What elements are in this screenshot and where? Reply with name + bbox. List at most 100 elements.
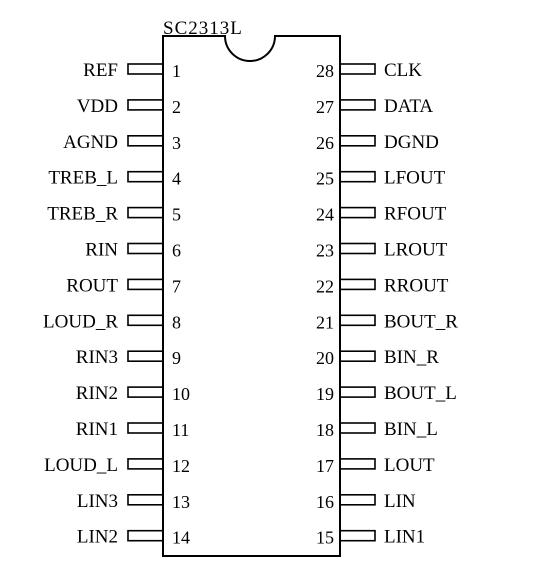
- pin-number: 17: [316, 456, 334, 476]
- pin-lead: [127, 386, 164, 398]
- pin-23: LROUT 23: [316, 240, 448, 261]
- pin-lead: [339, 493, 376, 506]
- pin-label: RROUT: [384, 275, 449, 296]
- pin-label: DGND: [384, 132, 439, 153]
- pin-label: LIN1: [384, 527, 425, 548]
- pin-26: DGND 26: [316, 132, 439, 153]
- pin-2: VDD 2: [77, 96, 181, 117]
- pin-lead: [339, 314, 376, 327]
- pin-25: LFOUT 25: [316, 168, 446, 189]
- pin-label: BOUT_L: [384, 383, 457, 404]
- pin-label: LIN3: [77, 491, 118, 512]
- pin-10: RIN2 10: [76, 383, 190, 404]
- pin-number: 1: [172, 61, 181, 81]
- pin-18: BIN_L 18: [316, 419, 438, 440]
- pin-lead: [127, 458, 164, 470]
- pin-number: 28: [316, 61, 334, 81]
- pin-lead: [339, 529, 376, 542]
- pin-label: LOUD_R: [43, 311, 118, 332]
- pin-label: BIN_R: [384, 347, 439, 368]
- pin-label: AGND: [63, 132, 118, 153]
- chip-name: SC2313L: [163, 18, 243, 39]
- pin-label: TREB_R: [47, 204, 118, 225]
- pin-label: RIN1: [76, 419, 118, 440]
- pin-lead: [339, 63, 376, 75]
- pin-number: 6: [172, 241, 181, 261]
- pin-lead: [339, 350, 376, 363]
- pin-label: LOUD_L: [44, 455, 118, 476]
- pin-27: DATA 27: [316, 96, 433, 117]
- pin-lead: [339, 278, 376, 291]
- pin-lead: [339, 206, 376, 219]
- pin-number: 15: [316, 528, 334, 548]
- pin-lead: [339, 99, 376, 111]
- pin-number: 20: [316, 348, 334, 368]
- pin-17: LOUT 17: [316, 455, 435, 476]
- pin-number: 7: [172, 276, 181, 296]
- pin-label: DATA: [384, 96, 433, 117]
- pin-label: VDD: [77, 96, 118, 117]
- pin-lead: [127, 206, 164, 219]
- pin-lead: [127, 529, 164, 542]
- pin-number: 23: [316, 241, 334, 261]
- pin-lead: [127, 314, 164, 327]
- pin-number: 22: [316, 276, 334, 296]
- pin-lead: [127, 135, 164, 147]
- pin-15: LIN1 15: [316, 527, 425, 548]
- pin-number: 24: [316, 205, 334, 225]
- pin-label: RIN3: [76, 347, 118, 368]
- pin-number: 21: [316, 312, 334, 332]
- pin-label: LOUT: [384, 455, 435, 476]
- pin-number: 4: [172, 169, 181, 189]
- pin-number: 27: [316, 97, 334, 117]
- pin-19: BOUT_L 19: [316, 383, 457, 404]
- pin-number: 9: [172, 348, 181, 368]
- pin-number: 16: [316, 492, 334, 512]
- pin-11: RIN1 11: [76, 419, 190, 440]
- pin-number: 11: [172, 420, 189, 440]
- pin-label: ROUT: [66, 275, 118, 296]
- pin-21: BOUT_R21: [316, 311, 458, 332]
- pin-label: RIN2: [76, 383, 118, 404]
- pin-22: RROUT 22: [316, 275, 449, 296]
- pin-lead: [339, 422, 376, 434]
- pin-number: 19: [316, 384, 334, 404]
- pin-8: LOUD_R 8: [43, 311, 181, 332]
- pin-number: 26: [316, 133, 334, 153]
- pin-lead: [127, 278, 164, 291]
- pin-7: ROUT 7: [66, 275, 181, 296]
- pin-lead: [127, 99, 164, 111]
- pin-label: LROUT: [384, 240, 448, 261]
- pin-20: BIN_R 20: [316, 347, 439, 368]
- pin-number: 18: [316, 420, 334, 440]
- pin-number: 8: [172, 312, 181, 332]
- pin-label: LFOUT: [384, 168, 446, 189]
- pin-number: 12: [172, 456, 190, 476]
- pin-lead: [339, 458, 376, 470]
- pin-label: BIN_L: [384, 419, 438, 440]
- pin-9: RIN3 9: [76, 347, 181, 368]
- pin-number: 13: [172, 492, 190, 512]
- pin-number: 25: [316, 169, 334, 189]
- pin-5: TREB_R 5: [47, 204, 181, 225]
- chip-body: [162, 35, 341, 557]
- pin-lead: [339, 242, 376, 255]
- pin-lead: [127, 422, 164, 434]
- pin-number: 10: [172, 384, 190, 404]
- pin-lead: [127, 350, 164, 363]
- pin-number: 14: [172, 528, 190, 548]
- pin-lead: [127, 170, 164, 183]
- pin-number: 5: [172, 205, 181, 225]
- pin-label: CLK: [384, 60, 422, 81]
- pin-12: LOUD_L 12: [44, 455, 190, 476]
- pin-number: 2: [172, 97, 181, 117]
- pin-number: 3: [172, 133, 181, 153]
